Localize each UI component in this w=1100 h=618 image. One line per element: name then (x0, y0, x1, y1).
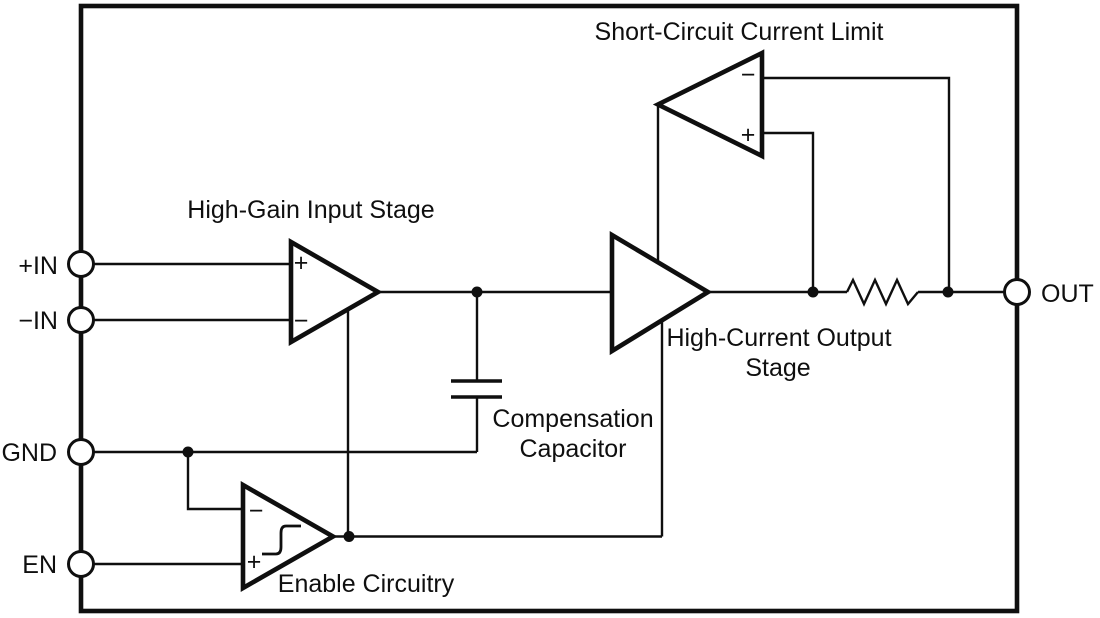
junction-dot-enable-output (343, 531, 355, 542)
input-stage-minus-marker: − (294, 307, 309, 335)
ic-boundary-box (78, 3, 1020, 614)
enable-minus-marker: − (249, 497, 264, 525)
enable-comparator-symbol (240, 481, 338, 592)
wire-sc-minus-feedback (762, 76, 951, 292)
label-input-stage: High-Gain Input Stage (187, 196, 434, 224)
label-output-stage-line1: High-Current Output (666, 324, 891, 352)
output-stage-amp-symbol (609, 230, 713, 356)
input-stage-plus-marker: + (294, 249, 309, 277)
junction-dot-before-resistor (807, 286, 819, 298)
pin-terminal-gnd (67, 438, 95, 466)
sc-limit-plus-marker: + (741, 121, 756, 149)
pin-label-gnd: GND (1, 439, 57, 467)
pin-label-plus-in: +IN (18, 252, 58, 280)
pin-terminal-en (67, 550, 95, 578)
label-sc-limit: Short-Circuit Current Limit (595, 18, 884, 46)
enable-plus-marker: + (247, 548, 262, 576)
junction-dot-gnd (182, 446, 194, 458)
sc-limit-amp-symbol (652, 49, 765, 160)
pin-label-minus-in: −IN (18, 307, 58, 335)
junction-dot-after-resistor (942, 286, 954, 298)
pin-label-en: EN (22, 551, 57, 579)
pin-terminal-out (1003, 278, 1031, 306)
pin-label-out: OUT (1041, 280, 1094, 308)
wire-gnd-to-enable-minus (186, 452, 243, 511)
label-enable-circuitry: Enable Circuitry (278, 570, 455, 598)
wire-sc-plus-feedback (762, 131, 815, 292)
input-stage-amp-symbol (288, 238, 383, 346)
resistor-symbol (845, 277, 919, 307)
hysteresis-icon (262, 524, 301, 556)
label-output-stage-line2: Stage (745, 354, 810, 382)
pin-terminal-minus-in (67, 306, 95, 334)
label-compensation-line1: Compensation (492, 405, 653, 433)
label-compensation-line2: Capacitor (520, 435, 627, 463)
sc-limit-minus-marker: − (741, 61, 756, 89)
junction-dot-compensation (471, 286, 483, 298)
pin-terminal-plus-in (67, 250, 95, 278)
